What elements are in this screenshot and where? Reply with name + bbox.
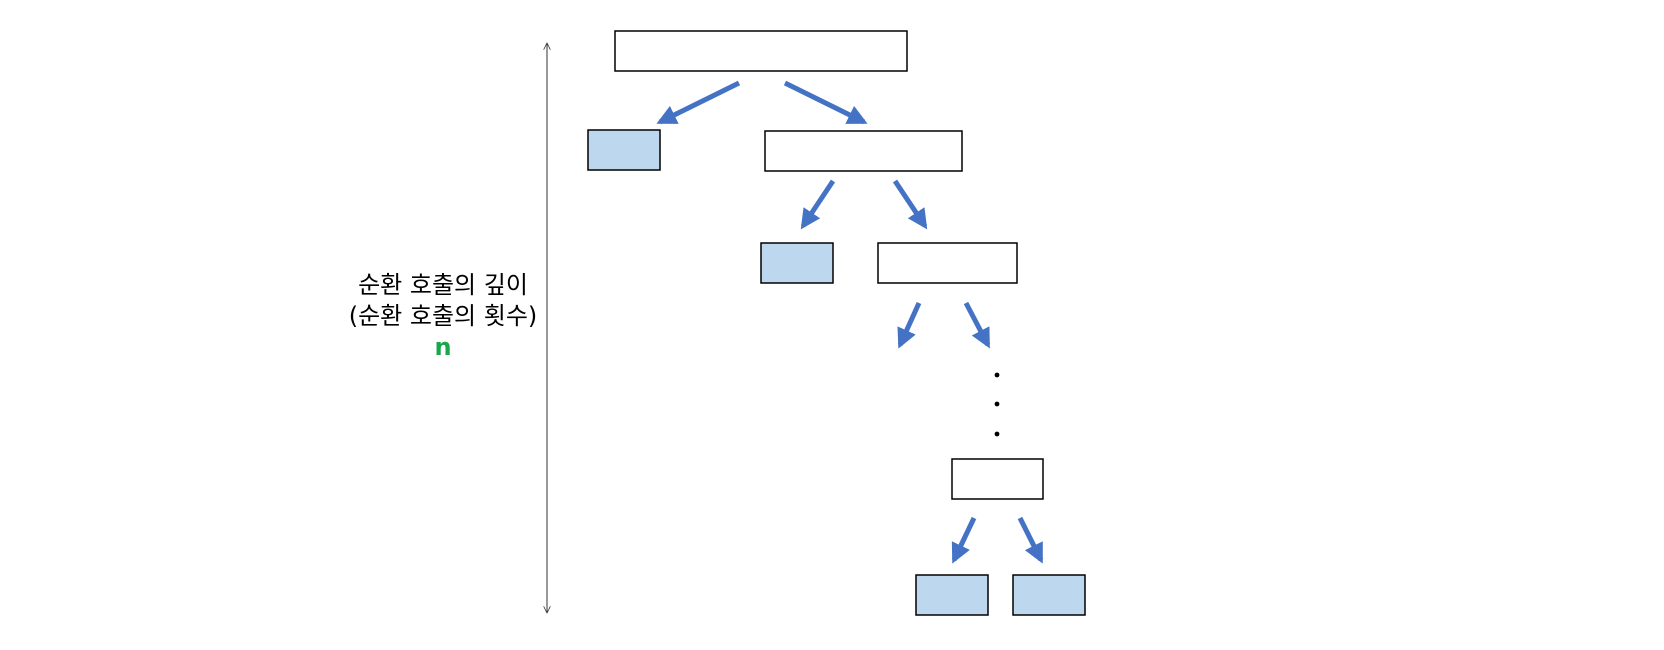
depth-label-line1: 순환 호출의 깊이 bbox=[358, 271, 528, 299]
ellipsis-dot bbox=[994, 372, 1000, 378]
base-case-node-level-1 bbox=[587, 129, 661, 171]
arrow-level-2-left bbox=[897, 301, 922, 349]
arrow-level-n-right bbox=[1017, 516, 1044, 564]
base-case-node-leaf-left bbox=[915, 574, 989, 616]
depth-variable: n bbox=[434, 333, 452, 361]
arrow-level-1-right bbox=[892, 179, 928, 230]
base-case-node-level-2 bbox=[760, 242, 834, 284]
arrow-level-0-right bbox=[783, 80, 868, 125]
recursion-depth-label: 순환 호출의 깊이 (순환 호출의 횟수) n bbox=[318, 270, 568, 363]
arrow-level-2-right bbox=[963, 301, 991, 349]
call-node-level-2 bbox=[877, 242, 1018, 284]
call-node-level-1 bbox=[764, 130, 963, 172]
arrow-level-1-left bbox=[800, 179, 836, 230]
depth-label-line2: (순환 호출의 횟수) bbox=[348, 302, 538, 330]
call-node-level-0 bbox=[614, 30, 908, 72]
ellipsis-dot bbox=[994, 431, 1000, 437]
arrow-level-0-left bbox=[656, 80, 741, 125]
ellipsis-dot bbox=[994, 401, 1000, 407]
arrow-level-n-left bbox=[951, 516, 977, 564]
base-case-node-leaf-right bbox=[1012, 574, 1086, 616]
call-node-level-n bbox=[951, 458, 1044, 500]
